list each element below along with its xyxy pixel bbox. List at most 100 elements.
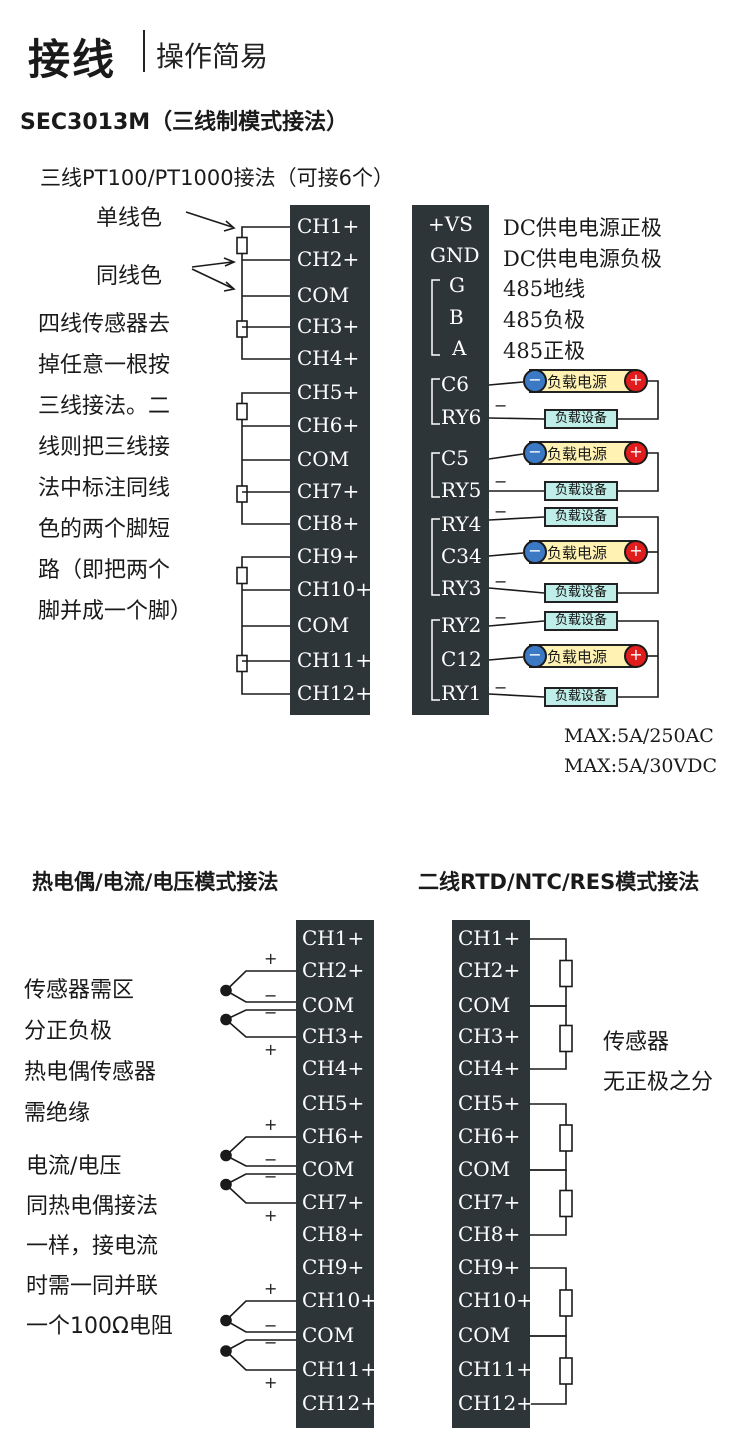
thermo-channel-label: COM bbox=[302, 1323, 355, 1347]
thermo-channel-label: CH11+ bbox=[302, 1357, 377, 1381]
relay-terminal-label: RY2 bbox=[441, 613, 482, 637]
rtd-channel-label: CH3+ bbox=[458, 1024, 521, 1048]
wire bbox=[225, 1018, 296, 1038]
three-wire-note-line: 法中标注同线 bbox=[38, 476, 171, 501]
load-power-label: 负载电源 bbox=[547, 544, 608, 562]
current-voltage-note-line: 一个100Ω电阻 bbox=[26, 1314, 173, 1339]
negative-terminal-icon: − bbox=[523, 441, 547, 465]
relay-terminal-label: RY1 bbox=[441, 681, 482, 705]
wire bbox=[225, 1009, 296, 1021]
three-wire-note-line: 色的两个脚短 bbox=[38, 517, 171, 542]
wire bbox=[618, 452, 659, 492]
thermo-channel-label: CH10+ bbox=[302, 1288, 377, 1312]
resistor bbox=[236, 320, 248, 338]
positive-terminal-icon: + bbox=[624, 369, 648, 393]
rtd-channel-label: CH8+ bbox=[458, 1222, 521, 1246]
wire bbox=[225, 970, 296, 992]
plus-sign: + bbox=[264, 949, 278, 968]
wire bbox=[241, 337, 290, 360]
wire bbox=[225, 1183, 296, 1204]
thermo-channel-label: CH2+ bbox=[302, 958, 365, 982]
wire bbox=[530, 1384, 567, 1405]
rtd-channel-label: CH12+ bbox=[458, 1391, 533, 1415]
channel-label: COM bbox=[297, 613, 350, 637]
thermo-note-line: 热电偶传感器 bbox=[24, 1060, 157, 1085]
channel-label: CH10+ bbox=[297, 577, 372, 601]
wire bbox=[488, 552, 524, 557]
thermo-channel-label: CH3+ bbox=[302, 1024, 365, 1048]
minus-sign: − bbox=[264, 1003, 278, 1022]
wire bbox=[488, 381, 524, 386]
terminal-bracket bbox=[431, 518, 440, 596]
wire bbox=[488, 453, 524, 460]
same-color-arrow-2 bbox=[191, 268, 233, 289]
relay-terminal-label: C34 bbox=[441, 544, 482, 568]
relay-terminal-label: A bbox=[452, 336, 467, 360]
channel-label: CH1+ bbox=[297, 214, 360, 238]
max-rating-ac: MAX:5A/250AC bbox=[564, 725, 714, 747]
minus-sign: − bbox=[494, 608, 508, 627]
rtd-resistor bbox=[559, 1189, 573, 1218]
wire bbox=[488, 656, 524, 661]
terminal-description: DC供电电源负极 bbox=[503, 247, 662, 271]
terminal-bracket bbox=[431, 279, 440, 356]
relay-terminal-label: RY4 bbox=[441, 512, 482, 536]
relay-terminal-label: GND bbox=[430, 243, 480, 267]
thermo-channel-label: COM bbox=[302, 1157, 355, 1181]
rtd-resistor bbox=[559, 1124, 573, 1152]
three-wire-note-line: 线则把三线接 bbox=[38, 435, 171, 460]
plus-sign: + bbox=[264, 1279, 278, 1298]
thermo-channel-label: CH5+ bbox=[302, 1091, 365, 1115]
rtd-channel-label: CH10+ bbox=[458, 1288, 533, 1312]
single-color-arrow bbox=[185, 211, 233, 228]
rtd-channel-label: CH9+ bbox=[458, 1255, 521, 1279]
load-power-box bbox=[529, 441, 637, 465]
label-single-color: 单线色 bbox=[96, 206, 163, 231]
terminal-description: 485负极 bbox=[503, 308, 586, 332]
three-wire-note-line: 四线传感器去 bbox=[38, 312, 171, 337]
current-voltage-note-line: 电流/电压 bbox=[26, 1154, 122, 1179]
plus-sign: + bbox=[264, 1373, 278, 1392]
load-power-label: 负载电源 bbox=[547, 373, 608, 391]
three-wire-note-line: 三线接法。二 bbox=[38, 394, 171, 419]
minus-sign: − bbox=[494, 572, 508, 591]
wire bbox=[530, 1335, 567, 1358]
rtd-note-line-2: 无正极之分 bbox=[603, 1070, 714, 1095]
terminal-bracket bbox=[431, 619, 440, 701]
load-power-box bbox=[529, 369, 637, 393]
resistor bbox=[236, 485, 248, 503]
load-equipment-box: 负载设备 bbox=[544, 687, 618, 707]
three-wire-note-line: 路（即把两个 bbox=[38, 558, 171, 583]
wire bbox=[488, 587, 545, 594]
rtd-channel-label: CH1+ bbox=[458, 926, 521, 950]
title-divider bbox=[143, 30, 145, 72]
wire bbox=[618, 620, 659, 698]
load-equipment-box: 负载设备 bbox=[544, 583, 618, 603]
thermo-channel-label: CH1+ bbox=[302, 926, 365, 950]
wire bbox=[530, 1267, 567, 1290]
relay-terminal-label: C6 bbox=[441, 372, 470, 396]
page-subtitle: 操作简易 bbox=[156, 40, 269, 73]
load-equipment-box: 负载设备 bbox=[544, 409, 618, 429]
wire bbox=[530, 1051, 567, 1070]
terminal-bracket bbox=[431, 378, 440, 425]
thermo-note-line: 分正负极 bbox=[24, 1019, 113, 1044]
wire bbox=[225, 1154, 296, 1167]
load-power-label: 负载电源 bbox=[547, 445, 608, 463]
rtd-channel-label: CH6+ bbox=[458, 1124, 521, 1148]
wire bbox=[241, 671, 290, 695]
thermo-channel-label: COM bbox=[302, 993, 355, 1017]
minus-sign: − bbox=[494, 502, 508, 521]
thermo-channel-label: CH6+ bbox=[302, 1124, 365, 1148]
rtd-note-line-1: 传感器 bbox=[603, 1030, 670, 1055]
wire bbox=[241, 502, 290, 525]
relay-terminal-label: G bbox=[449, 273, 465, 297]
positive-terminal-icon: + bbox=[624, 644, 648, 668]
rtd-channel-label: COM bbox=[458, 1157, 511, 1181]
wire bbox=[225, 1350, 296, 1371]
wire bbox=[225, 1339, 296, 1352]
channel-label: CH8+ bbox=[297, 511, 360, 535]
wire bbox=[618, 380, 659, 420]
